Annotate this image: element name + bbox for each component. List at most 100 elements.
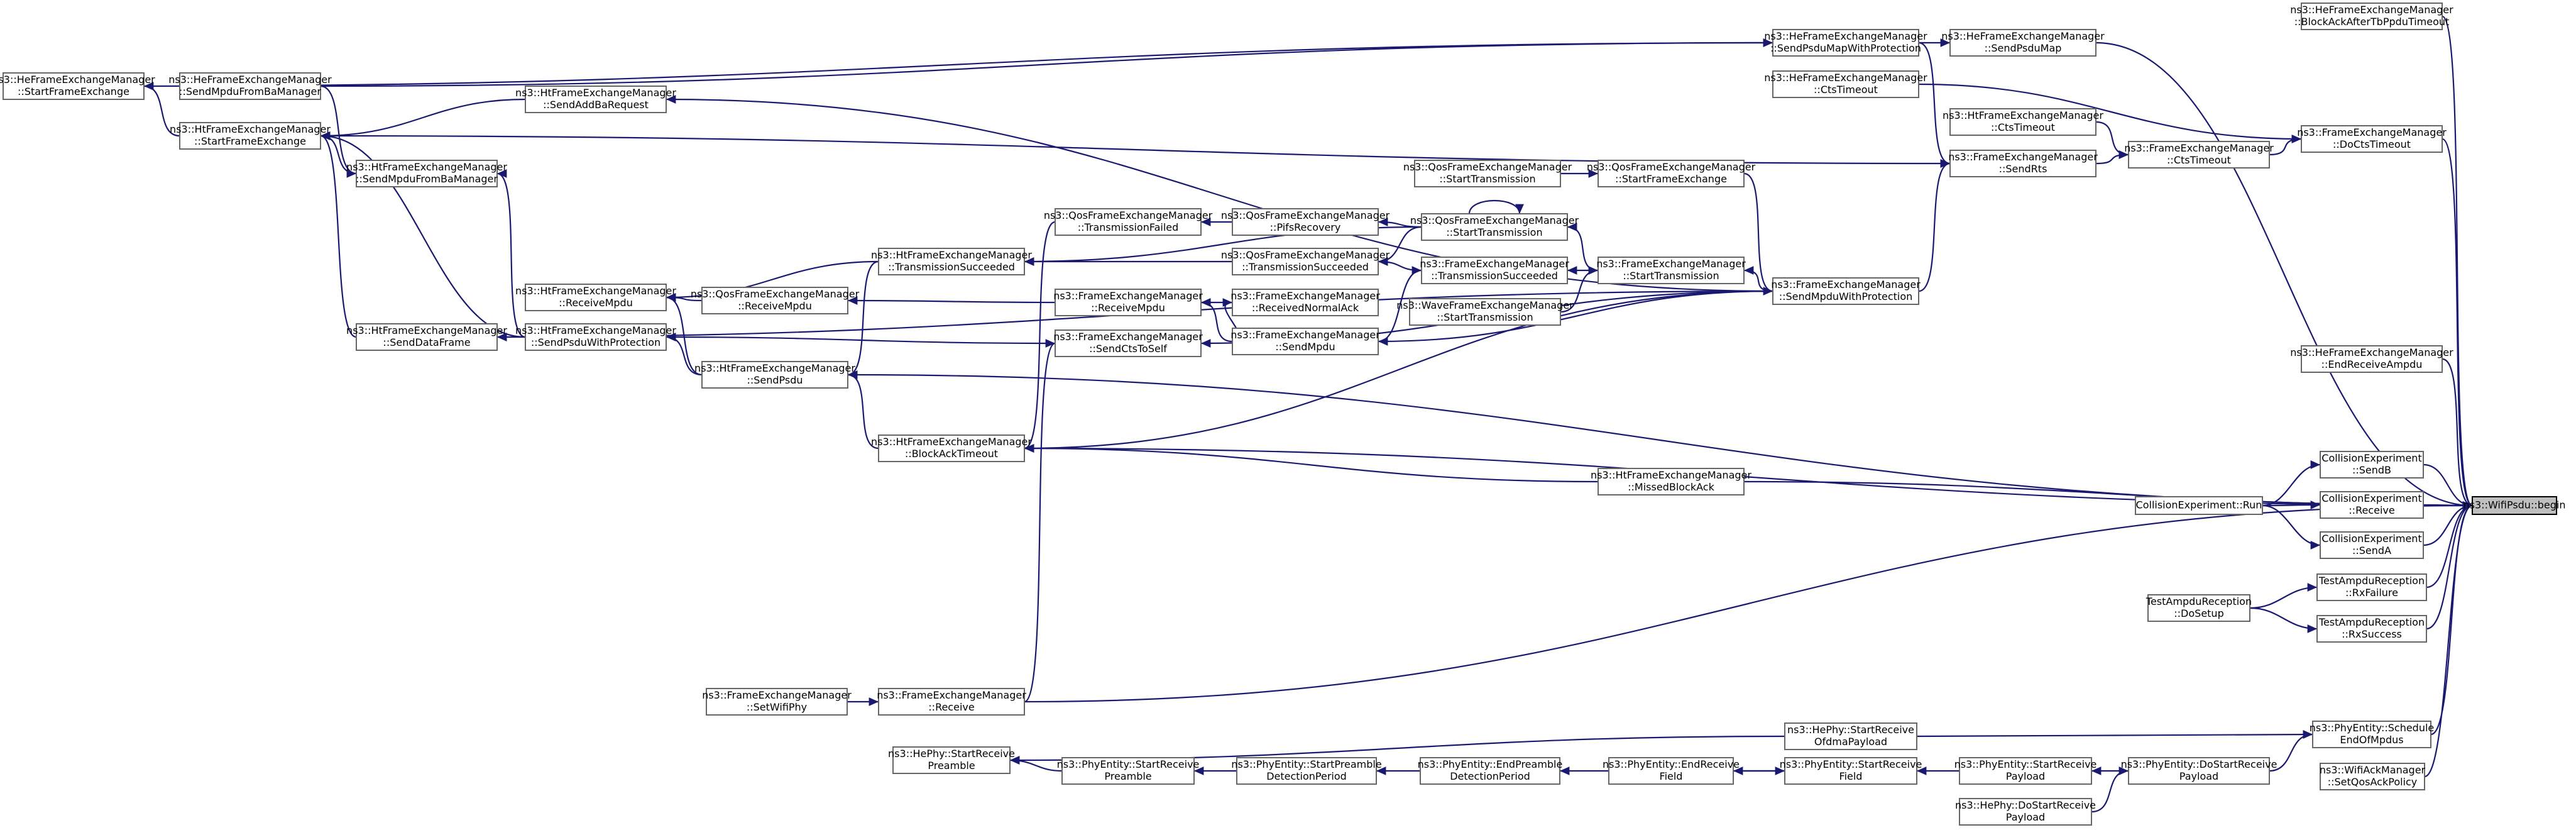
node-label: ::ReceiveMpdu xyxy=(738,300,812,312)
node-label: ::StartTransmission xyxy=(1446,226,1542,238)
node-qosReceiveMpdu[interactable]: ns3::QosFrameExchangeManager::ReceiveMpd… xyxy=(691,287,860,314)
node-waveStartTransmission[interactable]: ns3::WaveFrameExchangeManager::StartTran… xyxy=(1396,298,1574,326)
node-tarDoSetup[interactable]: TestAmpduReception::DoSetup xyxy=(2146,594,2252,622)
node-box xyxy=(2135,496,2263,515)
node-phyEndPreambleDetection[interactable]: ns3::PhyEntity::EndPreambleDetectionPeri… xyxy=(1418,757,1563,785)
node-htSendPsduWithProt[interactable]: ns3::HtFrameExchangeManager::SendPsduWit… xyxy=(515,323,676,351)
node-htStartFrameExchange[interactable]: ns3::HtFrameExchangeManager::StartFrameE… xyxy=(170,122,331,150)
node-label: OfdmaPayload xyxy=(1814,736,1887,748)
node-fmTransmissionSucceeded[interactable]: ns3::FrameExchangeManager::TransmissionS… xyxy=(1420,257,1569,284)
node-fmSendMpdu[interactable]: ns3::FrameExchangeManager::SendMpdu xyxy=(1230,328,1380,355)
node-box xyxy=(1421,257,1568,284)
node-box xyxy=(1608,757,1734,785)
node-fmSendCtsToSelf[interactable]: ns3::FrameExchangeManager::SendCtsToSelf xyxy=(1053,329,1203,357)
node-htSendPsdu[interactable]: ns3::HtFrameExchangeManager::SendPsdu xyxy=(694,361,855,389)
node-htSendAddBaRequest[interactable]: ns3::HtFrameExchangeManager::SendAddBaRe… xyxy=(515,86,676,113)
node-box xyxy=(1598,160,1745,187)
node-fmSendRts[interactable]: ns3::FrameExchangeManager::SendRts xyxy=(1948,150,2098,177)
node-begin[interactable]: ns3::WifiPsdu::begin xyxy=(2464,496,2566,515)
node-label: ns3::FrameExchangeManager xyxy=(1053,331,1203,343)
node-label: ::BlockAckTimeout xyxy=(905,448,998,460)
node-label: ns3::HtFrameExchangeManager xyxy=(346,324,507,336)
node-qosTransmissionFailed[interactable]: ns3::QosFrameExchangeManager::Transmissi… xyxy=(1044,208,1213,236)
node-fmDoCtsTimeout[interactable]: ns3::FrameExchangeManager::DoCtsTimeout xyxy=(2297,125,2447,153)
node-fmSetWifiPhy[interactable]: ns3::FrameExchangeManager::SetWifiPhy xyxy=(702,688,852,716)
edge-htTransmissionSucceeded-to-htReceiveMpdu xyxy=(666,260,879,302)
node-heSendPsduMap[interactable]: ns3::HeFrameExchangeManager::SendPsduMap xyxy=(1941,29,2105,57)
node-label: ::SendPsduWithProtection xyxy=(531,336,660,348)
node-heStartFrameExchange[interactable]: ns3::HeFrameExchangeManager::StartFrameE… xyxy=(0,72,155,100)
node-ceReceive[interactable]: CollisionExperiment::Receive xyxy=(2320,491,2424,519)
node-fmReceiveMpdu[interactable]: ns3::FrameExchangeManager::ReceiveMpdu xyxy=(1053,289,1203,316)
node-label: Field xyxy=(1839,770,1863,782)
node-fmReceive[interactable]: ns3::FrameExchangeManager::Receive xyxy=(877,688,1026,716)
node-label: ::SendPsdu xyxy=(747,374,803,386)
node-fmStartTransmission[interactable]: ns3::FrameExchangeManager::StartTransmis… xyxy=(1596,257,1746,284)
node-heEndReceiveAmpdu[interactable]: ns3::HeFrameExchangeManager::EndReceiveA… xyxy=(2290,345,2453,373)
node-label: ns3::PhyEntity::DoStartReceive xyxy=(2121,758,2277,770)
node-label: ns3::PhyEntity::StartPreamble xyxy=(1231,758,1381,770)
node-tarRxFailure[interactable]: TestAmpduReception::RxFailure xyxy=(2316,573,2427,601)
node-ceSendB[interactable]: CollisionExperiment::SendB xyxy=(2320,451,2424,479)
node-label: ::SetWifiPhy xyxy=(747,701,807,713)
node-htMissedBlockAck[interactable]: ns3::HtFrameExchangeManager::MissedBlock… xyxy=(1591,468,1751,495)
node-heSendMpduFromBaMgr[interactable]: ns3::HeFrameExchangeManager::SendMpduFro… xyxy=(168,72,332,100)
node-label: ns3::QosFrameExchangeManager xyxy=(1403,161,1572,173)
edge-htSendDataFrame-to-htStartFrameExchange xyxy=(320,131,357,338)
node-htSendMpduFromBaMgr[interactable]: ns3::HtFrameExchangeManager::SendMpduFro… xyxy=(346,160,507,187)
node-qosStartFrameExchangeA[interactable]: ns3::QosFrameExchangeManager::StartTrans… xyxy=(1403,160,1572,187)
node-label: ns3::FrameExchangeManager xyxy=(1053,290,1203,302)
node-fmSendMpduWithProt[interactable]: ns3::FrameExchangeManager::SendMpduWithP… xyxy=(1771,277,1921,305)
node-box xyxy=(1232,208,1379,236)
edge-qosStartTransmission-self-loop xyxy=(1468,199,1524,214)
node-label: ns3::HeFrameExchangeManager xyxy=(1764,72,1927,84)
node-fmCtsTimeout[interactable]: ns3::FrameExchangeManager::CtsTimeout xyxy=(2124,141,2274,169)
node-box xyxy=(1420,757,1560,785)
node-wifiAckMgrSetQosAckPolicy[interactable]: ns3::WifiAckManager::SetQosAckPolicy xyxy=(2320,763,2426,790)
node-label: ::ReceiveMpdu xyxy=(559,297,633,309)
node-heSendPsduMapWithProt[interactable]: ns3::HeFrameExchangeManager::SendPsduMap… xyxy=(1764,29,1927,57)
node-htReceiveMpdu[interactable]: ns3::HtFrameExchangeManager::ReceiveMpdu xyxy=(515,284,676,311)
node-qosTransmissionSucceeded[interactable]: ns3::QosFrameExchangeManager::Transmissi… xyxy=(1221,248,1390,275)
edge-phyDoStartReceivePayload-to-phyScheduleEndOfMpdus xyxy=(2269,730,2313,772)
node-tarRxSuccess[interactable]: TestAmpduReception::RxSuccess xyxy=(2316,615,2427,643)
node-qosStartTransmission[interactable]: ns3::QosFrameExchangeManager::StartTrans… xyxy=(1410,213,1579,241)
node-qosStartFrameExchange[interactable]: ns3::QosFrameExchangeManager::StartFrame… xyxy=(1587,160,1756,187)
node-qosPifsRecovery[interactable]: ns3::QosFrameExchangeManager::PifsRecove… xyxy=(1221,208,1390,236)
node-box xyxy=(1949,108,2096,136)
node-label: ::SendA xyxy=(2352,545,2391,556)
node-fmReceivedNormalAck[interactable]: ns3::FrameExchangeManager::ReceivedNorma… xyxy=(1230,289,1380,316)
node-label: ::RxSuccess xyxy=(2342,628,2402,640)
node-label: ns3::WaveFrameExchangeManager xyxy=(1396,299,1574,311)
node-htCtsTimeout[interactable]: ns3::HtFrameExchangeManager::CtsTimeout xyxy=(1943,108,2103,136)
node-heCtsTimeout[interactable]: ns3::HeFrameExchangeManager::CtsTimeout xyxy=(1764,70,1927,98)
edge-fmReceive-to-begin xyxy=(1024,501,2473,703)
node-heBlockAckAfterTb[interactable]: ns3::HeFrameExchangeManager::BlockAckAft… xyxy=(2290,3,2453,30)
node-label: ::StartTransmission xyxy=(1439,173,1535,185)
node-ceRun[interactable]: CollisionExperiment::Run xyxy=(2135,496,2263,515)
node-label: TestAmpduReception xyxy=(2318,616,2425,628)
node-box xyxy=(1055,289,1202,316)
edge-heSendPsduMapWithProt-to-fmSendRts xyxy=(1918,42,1951,168)
edge-fmDoCtsTimeout-to-begin xyxy=(2442,138,2473,510)
node-htBlockAckTimeout[interactable]: ns3::HtFrameExchangeManager::BlockAckTim… xyxy=(871,434,1032,462)
node-label: ns3::HeFrameExchangeManager xyxy=(1941,30,2105,42)
node-box xyxy=(1959,798,2092,826)
node-ceSendA[interactable]: CollisionExperiment::SendA xyxy=(2320,531,2424,559)
node-label: ns3::HeFrameExchangeManager xyxy=(1764,30,1927,42)
edge-tarDoSetup-to-tarRxSuccess xyxy=(2249,607,2318,633)
node-label: ns3::HeFrameExchangeManager xyxy=(168,74,332,86)
node-phyStartPreambleDetection[interactable]: ns3::PhyEntity::StartPreambleDetectionPe… xyxy=(1231,757,1382,785)
node-htSendDataFrame[interactable]: ns3::HtFrameExchangeManager::SendDataFra… xyxy=(346,323,507,351)
node-htTransmissionSucceeded[interactable]: ns3::HtFrameExchangeManager::Transmissio… xyxy=(871,248,1032,275)
